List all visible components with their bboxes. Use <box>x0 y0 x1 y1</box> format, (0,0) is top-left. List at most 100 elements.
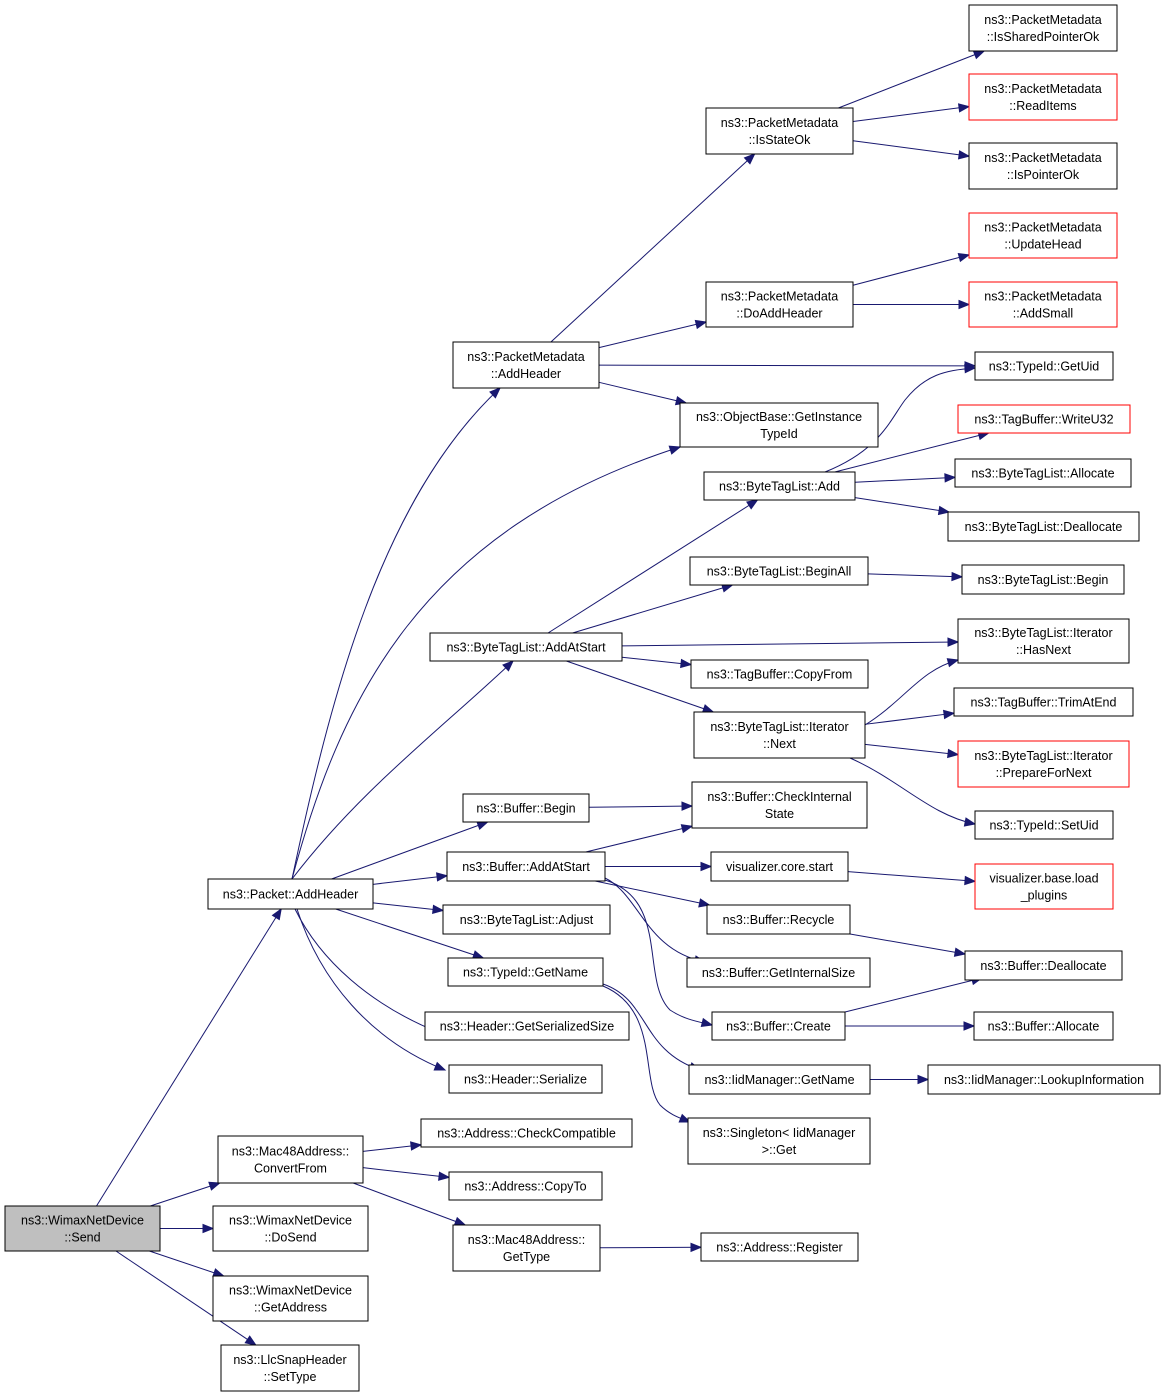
node-box[interactable] <box>973 1011 1114 1041</box>
node-btli-preparefornext[interactable]: ns3::ByteTagList::Iterator::PrepareForNe… <box>957 740 1130 788</box>
node-box[interactable] <box>961 564 1125 595</box>
node-btl-addatstart[interactable]: ns3::ByteTagList::AddAtStart <box>429 632 623 662</box>
node-box[interactable] <box>974 810 1114 840</box>
node-box[interactable] <box>964 950 1123 981</box>
node-box[interactable] <box>452 341 600 389</box>
node-addr-checkcompatible[interactable]: ns3::Address::CheckCompatible <box>420 1118 633 1148</box>
node-box[interactable] <box>710 851 849 882</box>
node-btli-next[interactable]: ns3::ByteTagList::Iterator::Next <box>693 711 866 759</box>
node-tb-trimatend[interactable]: ns3::TagBuffer::TrimAtEnd <box>953 687 1134 717</box>
node-box[interactable] <box>689 556 869 586</box>
node-box[interactable] <box>420 1118 633 1148</box>
node-box[interactable] <box>957 740 1130 788</box>
node-addr-copyto[interactable]: ns3::Address::CopyTo <box>448 1171 603 1201</box>
node-pm-addsmall[interactable]: ns3::PacketMetadata::AddSmall <box>968 281 1118 328</box>
node-pm-isstateok[interactable]: ns3::PacketMetadata::IsStateOk <box>705 107 854 155</box>
node-buf-getinternalsize[interactable]: ns3::Buffer::GetInternalSize <box>686 957 871 988</box>
node-box[interactable] <box>705 281 854 328</box>
node-box[interactable] <box>448 1064 603 1094</box>
node-buf-begin[interactable]: ns3::Buffer::Begin <box>462 793 590 823</box>
node-buf-recycle[interactable]: ns3::Buffer::Recycle <box>706 904 851 935</box>
node-btl-allocate[interactable]: ns3::ByteTagList::Allocate <box>954 458 1132 488</box>
node-box[interactable] <box>212 1275 369 1322</box>
node-singleton-get[interactable]: ns3::Singleton< IidManager>::Get <box>687 1117 871 1165</box>
node-buf-addatstart[interactable]: ns3::Buffer::AddAtStart <box>446 851 606 882</box>
node-box[interactable] <box>217 1135 364 1184</box>
node-tid-getname[interactable]: ns3::TypeId::GetName <box>447 957 604 987</box>
node-tb-copyfrom[interactable]: ns3::TagBuffer::CopyFrom <box>690 659 869 689</box>
node-box[interactable] <box>957 618 1130 664</box>
node-box[interactable] <box>691 781 868 829</box>
node-box[interactable] <box>711 1011 846 1041</box>
node-box[interactable] <box>452 1224 601 1272</box>
node-btl-beginall[interactable]: ns3::ByteTagList::BeginAll <box>689 556 869 586</box>
node-box[interactable] <box>703 471 856 501</box>
node-buf-deallocate[interactable]: ns3::Buffer::Deallocate <box>964 950 1123 981</box>
node-box[interactable] <box>705 107 854 155</box>
node-box[interactable] <box>700 1232 859 1262</box>
node-btl-adjust[interactable]: ns3::ByteTagList::Adjust <box>442 904 611 935</box>
node-box[interactable] <box>447 957 604 987</box>
node-box[interactable] <box>974 351 1114 381</box>
node-box[interactable] <box>954 458 1132 488</box>
node-wnd-dosend[interactable]: ns3::WimaxNetDevice::DoSend <box>212 1205 369 1252</box>
node-box[interactable] <box>968 212 1118 259</box>
node-box[interactable] <box>706 904 851 935</box>
node-pm-readitems[interactable]: ns3::PacketMetadata::ReadItems <box>968 73 1118 121</box>
node-btl-begin[interactable]: ns3::ByteTagList::Begin <box>961 564 1125 595</box>
node-addr-register[interactable]: ns3::Address::Register <box>700 1232 859 1262</box>
node-buf-allocate[interactable]: ns3::Buffer::Allocate <box>973 1011 1114 1041</box>
node-box[interactable] <box>974 863 1114 910</box>
node-btl-deallocate[interactable]: ns3::ByteTagList::Deallocate <box>947 511 1140 542</box>
node-box[interactable] <box>446 851 606 882</box>
node-pm-issharedpointerok[interactable]: ns3::PacketMetadata::IsSharedPointerOk <box>968 4 1118 52</box>
node-btli-hasnext[interactable]: ns3::ByteTagList::Iterator::HasNext <box>957 618 1130 664</box>
node-box[interactable] <box>953 687 1134 717</box>
node-box[interactable] <box>687 1117 871 1165</box>
node-btl-add[interactable]: ns3::ByteTagList::Add <box>703 471 856 501</box>
node-tid-setuid[interactable]: ns3::TypeId::SetUid <box>974 810 1114 840</box>
node-iid-getname[interactable]: ns3::IidManager::GetName <box>688 1064 871 1095</box>
node-pm-ispointerok[interactable]: ns3::PacketMetadata::IsPointerOk <box>968 142 1118 190</box>
node-box[interactable] <box>968 142 1118 190</box>
node-pkt-addheader[interactable]: ns3::Packet::AddHeader <box>207 878 374 910</box>
node-box[interactable] <box>462 793 590 823</box>
node-box[interactable] <box>424 1011 630 1041</box>
node-hdr-serialize[interactable]: ns3::Header::Serialize <box>448 1064 603 1094</box>
node-pm-addheader[interactable]: ns3::PacketMetadata::AddHeader <box>452 341 600 389</box>
node-box[interactable] <box>957 404 1131 434</box>
node-box[interactable] <box>968 4 1118 52</box>
node-box[interactable] <box>220 1344 360 1392</box>
node-pm-doaddheader[interactable]: ns3::PacketMetadata::DoAddHeader <box>705 281 854 328</box>
node-box[interactable] <box>679 402 879 448</box>
node-box[interactable] <box>4 1205 161 1252</box>
node-box[interactable] <box>442 904 611 935</box>
node-viz-core-start[interactable]: visualizer.core.start <box>710 851 849 882</box>
node-tb-writeu32[interactable]: ns3::TagBuffer::WriteU32 <box>957 404 1131 434</box>
node-box[interactable] <box>968 281 1118 328</box>
node-box[interactable] <box>690 659 869 689</box>
node-box[interactable] <box>968 73 1118 121</box>
node-mac-convertfrom[interactable]: ns3::Mac48Address::ConvertFrom <box>217 1135 364 1184</box>
node-box[interactable] <box>693 711 866 759</box>
node-box[interactable] <box>686 957 871 988</box>
node-box[interactable] <box>207 878 374 910</box>
node-pm-updatehead[interactable]: ns3::PacketMetadata::UpdateHead <box>968 212 1118 259</box>
node-box[interactable] <box>429 632 623 662</box>
node-llc-settype[interactable]: ns3::LlcSnapHeader::SetType <box>220 1344 360 1392</box>
node-buf-create[interactable]: ns3::Buffer::Create <box>711 1011 846 1041</box>
node-viz-base-loadplugins[interactable]: visualizer.base.load_plugins <box>974 863 1114 910</box>
node-box[interactable] <box>448 1171 603 1201</box>
node-box[interactable] <box>688 1064 871 1095</box>
node-mac-gettype[interactable]: ns3::Mac48Address::GetType <box>452 1224 601 1272</box>
node-wnd-getaddress[interactable]: ns3::WimaxNetDevice::GetAddress <box>212 1275 369 1322</box>
node-box[interactable] <box>927 1064 1161 1095</box>
node-iid-lookupinformation[interactable]: ns3::IidManager::LookupInformation <box>927 1064 1161 1095</box>
node-tid-getuid[interactable]: ns3::TypeId::GetUid <box>974 351 1114 381</box>
node-hdr-getsersize[interactable]: ns3::Header::GetSerializedSize <box>424 1011 630 1041</box>
node-send[interactable]: ns3::WimaxNetDevice::Send <box>4 1205 161 1252</box>
node-box[interactable] <box>947 511 1140 542</box>
node-box[interactable] <box>212 1205 369 1252</box>
